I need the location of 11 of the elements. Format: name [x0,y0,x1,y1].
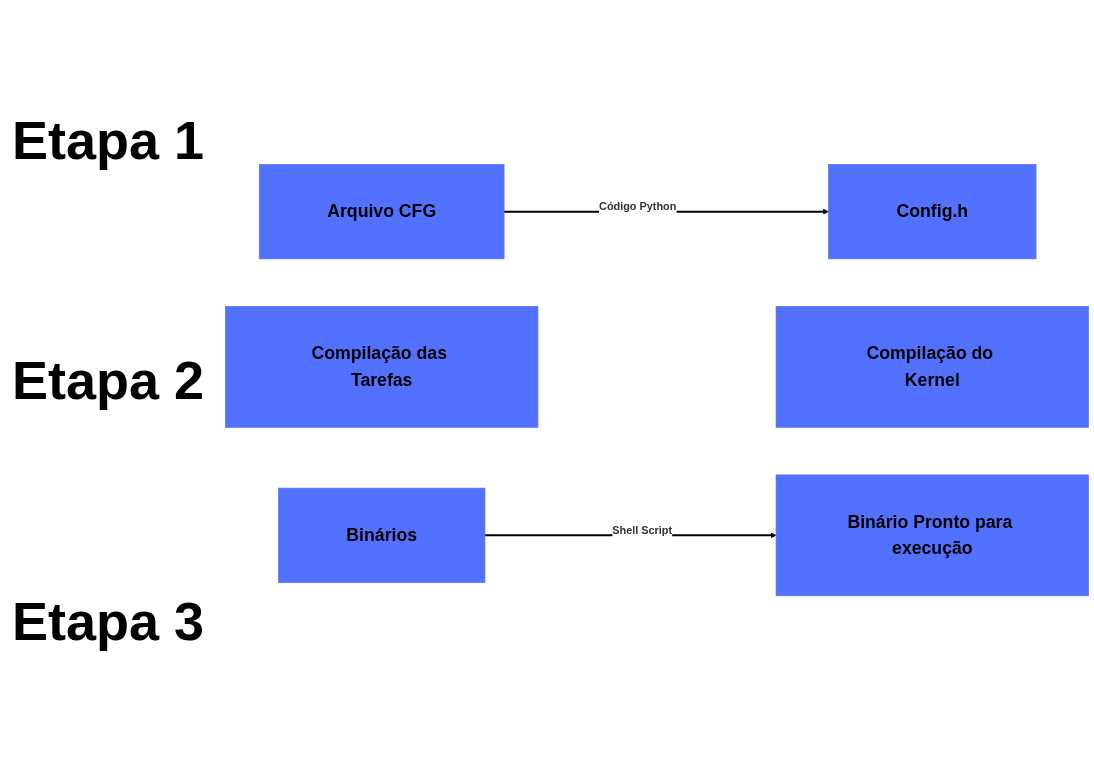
node-box: Compilação do Kernel [775,306,1089,429]
node-box: Config.h [828,164,1037,260]
node-box: Arquivo CFG [258,164,505,260]
node-box: Binários [278,488,486,584]
node-box: Compilação das Tarefas [225,306,539,429]
edge-label: Shell Script [612,524,673,537]
node-box: Binário Pronto para execução [775,474,1089,597]
stage-label: Etapa 1 [11,109,206,172]
stage-label: Etapa 2 [11,349,206,412]
edge-label: Código Python [599,200,677,213]
stage-label: Etapa 3 [11,589,206,652]
